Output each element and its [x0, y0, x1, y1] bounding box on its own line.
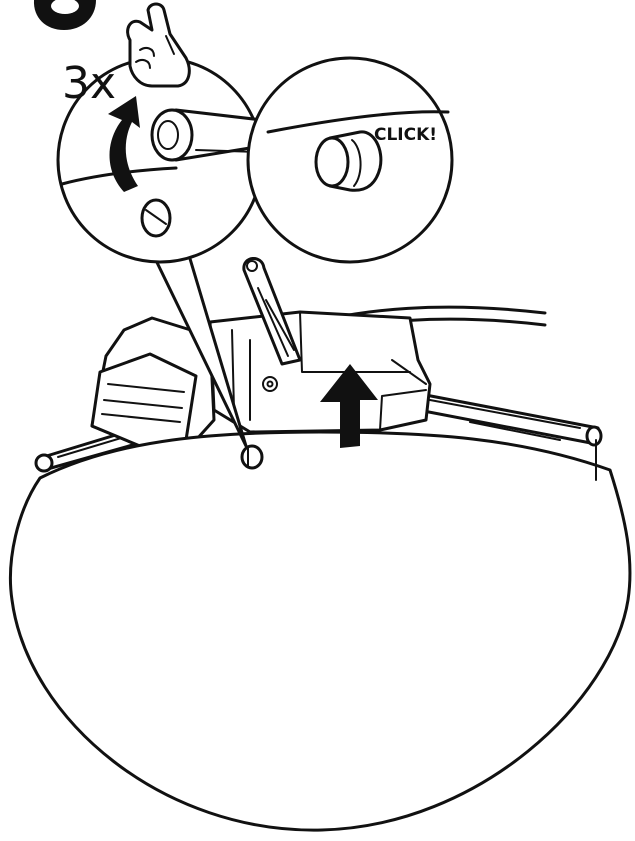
step-number-fragment: [34, 0, 96, 30]
detail-view-click: [248, 58, 452, 262]
dome-shade: [10, 432, 630, 830]
hand-pointing-icon: [128, 4, 190, 86]
screw: [242, 446, 262, 468]
fixture-housing: [92, 258, 430, 446]
repeat-count-label: 3x: [62, 58, 116, 109]
click-callout-label: CLICK!: [374, 125, 437, 145]
